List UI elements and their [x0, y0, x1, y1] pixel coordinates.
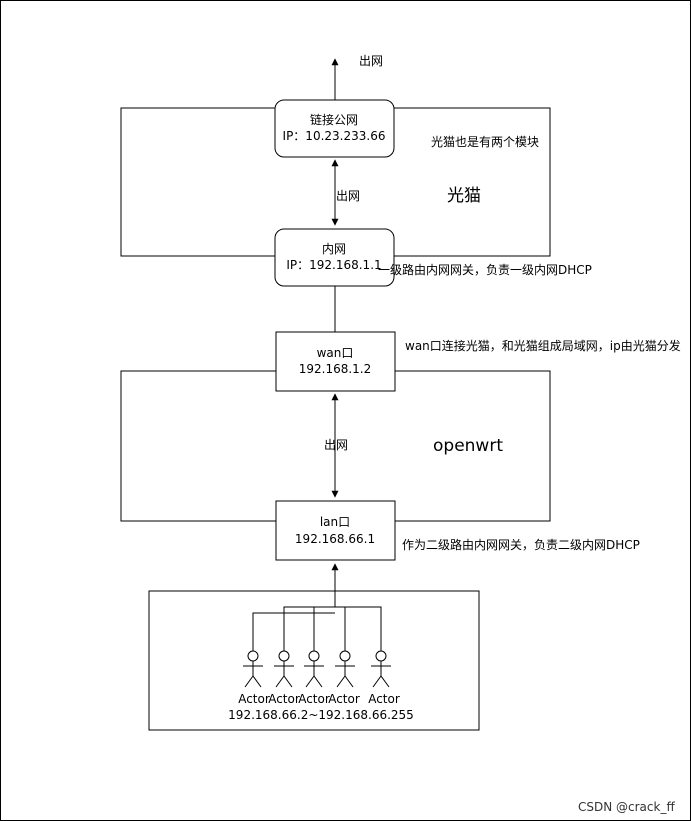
- actor-figure-1: [243, 650, 263, 688]
- node-lan: [275, 500, 396, 561]
- actor-figure-2: [274, 650, 294, 688]
- actor-ip-range: 192.168.66.2~192.168.66.255: [228, 708, 414, 722]
- actor-figure-5: [371, 650, 391, 688]
- client-bus: [252, 606, 382, 651]
- node-public: [274, 99, 395, 158]
- node-wan-line1: wan口: [317, 346, 354, 360]
- watermark: CSDN @crack_ff: [578, 800, 675, 814]
- node-lan-line2: 192.168.66.1: [295, 532, 375, 546]
- node-wan-line2: 192.168.1.2: [299, 362, 372, 376]
- clients-container: [148, 590, 480, 731]
- node-inner-line2: IP：192.168.1.1: [286, 258, 381, 272]
- node-lan-line1: lan口: [320, 515, 350, 529]
- label-inner-note: 一级路由内网网关，负责一级内网DHCP: [378, 262, 592, 277]
- actor-figure-3: [304, 650, 324, 688]
- actor-label-5: Actor: [368, 692, 400, 706]
- actor-label-4: Actor: [328, 692, 360, 706]
- actor-figure-4: [335, 650, 355, 688]
- actor-label-2: Actor: [268, 692, 300, 706]
- node-inner-line1: 内网: [322, 242, 346, 256]
- label-out-low: 出网: [324, 438, 348, 452]
- label-wan-note: wan口连接光猫，和光猫组成局域网，ip由光猫分发: [405, 338, 681, 353]
- node-public-line1: 链接公网: [310, 112, 358, 127]
- label-openwrt-title: openwrt: [433, 436, 503, 456]
- node-wan: [275, 331, 396, 392]
- label-modem-title: 光猫: [447, 186, 481, 206]
- label-lan-note: 作为二级路由内网网关，负责二级内网DHCP: [402, 537, 640, 552]
- label-modem-note: 光猫也是有两个模块: [431, 135, 539, 149]
- node-public-line2: IP：10.23.233.66: [283, 129, 386, 143]
- label-out-top: 出网: [359, 54, 383, 68]
- label-out-mid: 出网: [336, 189, 360, 203]
- actor-label-1: Actor: [238, 692, 270, 706]
- actor-label-3: Actor: [298, 692, 330, 706]
